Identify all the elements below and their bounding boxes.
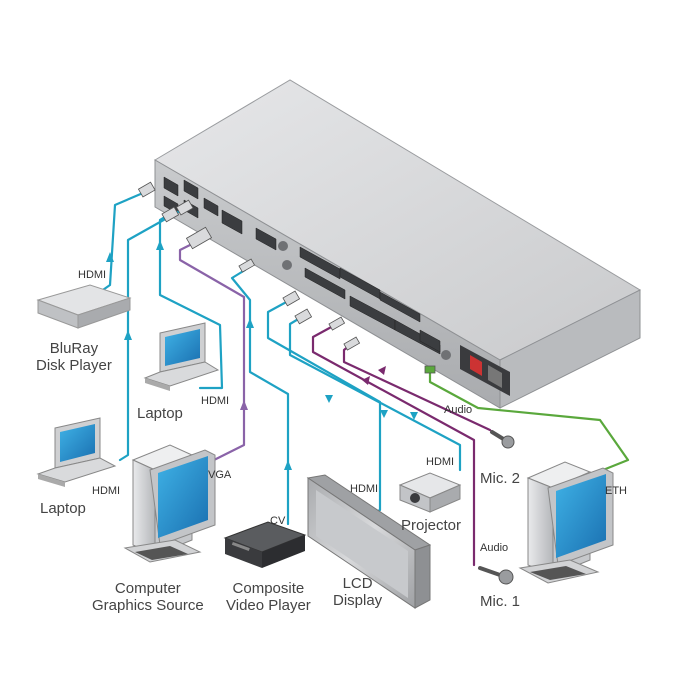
computer-label-line1: Computer xyxy=(114,580,181,597)
laptop-bottom-label: Laptop xyxy=(40,500,86,517)
bluray-player-label: BluRay Disk Player xyxy=(36,340,112,374)
computer-label-line2: Graphics Source xyxy=(92,597,204,614)
laptop-top-label: Laptop xyxy=(137,405,183,422)
bluray-label-line2: Disk Player xyxy=(36,357,112,374)
projector-label: Projector xyxy=(401,517,462,534)
signal-arrows xyxy=(106,240,418,470)
composite-video-player xyxy=(223,521,307,568)
lcd-hdmi-label: HDMI xyxy=(350,483,379,495)
switcher-side xyxy=(499,289,641,409)
laptop-bottom-hdmi-label: HDMI xyxy=(92,485,121,497)
mic2-label: Mic. 2 xyxy=(480,470,521,487)
bluray-hdmi-label: HDMI xyxy=(78,269,107,281)
composite-label-line1: Composite xyxy=(232,580,305,597)
mic-2 xyxy=(490,430,515,449)
eth-cable xyxy=(428,370,630,472)
bluray-label-line1: BluRay xyxy=(49,340,99,357)
composite-player-label: Composite Video Player xyxy=(226,580,311,614)
laptop-top-hdmi-cable xyxy=(158,212,224,390)
eth-label: ETH xyxy=(605,485,627,497)
computer-graphics-source xyxy=(123,444,216,563)
laptop-bottom xyxy=(36,417,117,487)
switcher-unit xyxy=(154,79,642,409)
bluray-hdmi-cable xyxy=(98,188,152,294)
computer-graphics-label: Computer Graphics Source xyxy=(92,580,204,614)
projector-hdmi-label: HDMI xyxy=(426,456,455,468)
lcd-display xyxy=(306,474,432,609)
laptop-top-hdmi-label: HDMI xyxy=(201,395,230,407)
lcd-label-line1: LCD xyxy=(342,575,373,592)
cv-cable xyxy=(230,268,290,526)
audio-mic1-label: Audio xyxy=(480,542,509,554)
bluray-player xyxy=(36,284,132,329)
lcd-label-line2: Display xyxy=(333,592,383,609)
projector-hdmi-cable xyxy=(288,316,462,472)
audio-mic2-label: Audio xyxy=(444,404,473,416)
laptop-top xyxy=(143,322,220,391)
laptop-bottom-hdmi-cable xyxy=(118,206,187,462)
lcd-display-label: LCD Display xyxy=(333,575,382,609)
vga-label: VGA xyxy=(208,469,232,481)
mic-1 xyxy=(478,566,514,585)
vga-cable xyxy=(178,238,246,464)
composite-label-line2: Video Player xyxy=(226,597,311,614)
audio-mic1-cable xyxy=(311,323,476,567)
mic1-label: Mic. 1 xyxy=(480,593,521,610)
control-pc xyxy=(518,461,614,584)
cv-label: CV xyxy=(270,515,286,527)
projector xyxy=(398,472,462,513)
